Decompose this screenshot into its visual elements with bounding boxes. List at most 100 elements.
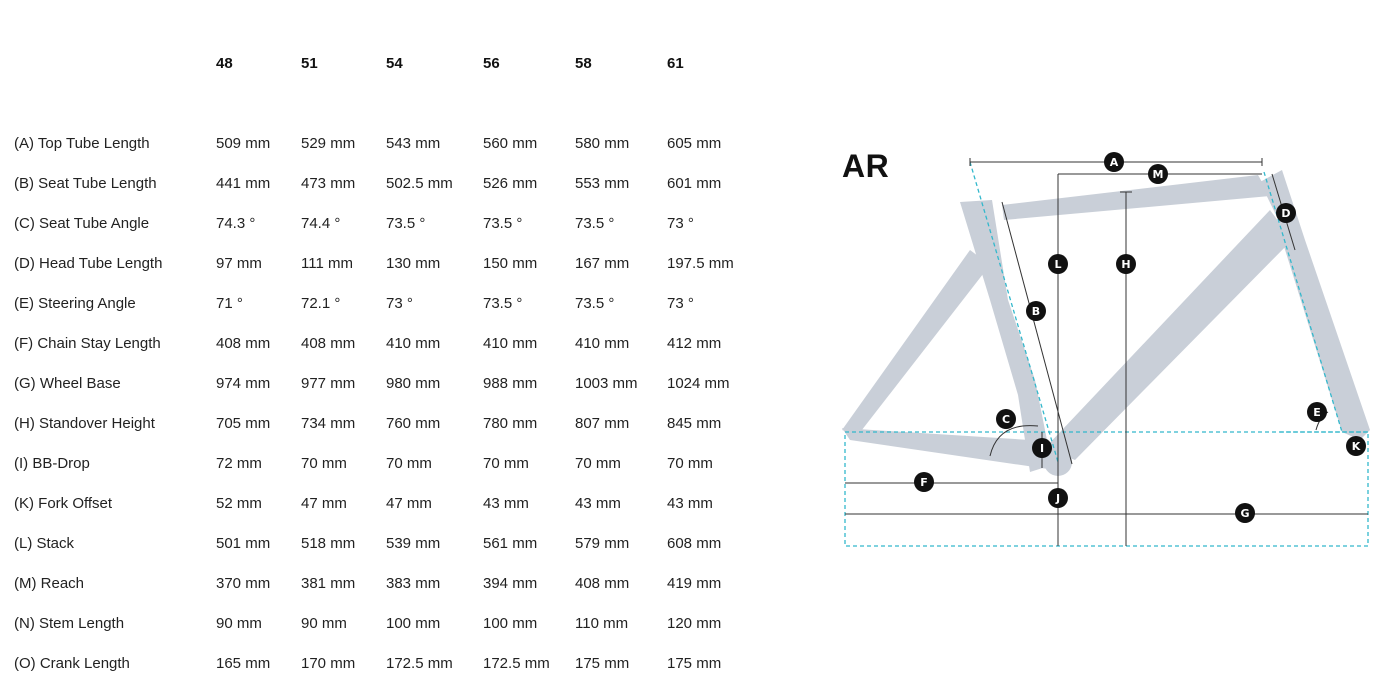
- marker-circle: [1048, 254, 1068, 274]
- marker-label: E: [1313, 406, 1321, 419]
- table-cell: 977 mm: [301, 374, 356, 392]
- marker-circle: [1032, 438, 1052, 458]
- table-cell: 172.5 mm: [386, 654, 453, 672]
- table-cell: 73 °: [667, 294, 694, 312]
- dim-line-b: [1001, 201, 1073, 465]
- table-cell: 90 mm: [216, 614, 262, 632]
- table-cell: 410 mm: [386, 334, 441, 352]
- marker-a: A: [1104, 152, 1124, 172]
- table-cell: 608 mm: [667, 534, 722, 552]
- table-cell: 543 mm: [386, 134, 441, 152]
- dimension-lines: [845, 158, 1368, 546]
- table-cell: 72 mm: [216, 454, 262, 472]
- marker-circle: [1307, 402, 1327, 422]
- row-label: (E) Steering Angle: [14, 294, 136, 312]
- row-label: (M) Reach: [14, 574, 85, 592]
- marker-circle: [1235, 503, 1255, 523]
- table-cell: 705 mm: [216, 414, 271, 432]
- row-label: (I) BB-Drop: [14, 454, 90, 472]
- table-cell: 410 mm: [575, 334, 630, 352]
- marker-circle: [996, 409, 1016, 429]
- table-cell: 74.4 °: [301, 214, 341, 232]
- table-cell: 71 °: [216, 294, 243, 312]
- row-label: (F) Chain Stay Length: [14, 334, 161, 352]
- table-cell: 170 mm: [301, 654, 356, 672]
- table-cell: 70 mm: [483, 454, 529, 472]
- top-tube-shape: [1002, 175, 1270, 220]
- table-cell: 526 mm: [483, 174, 538, 192]
- table-cell: 579 mm: [575, 534, 630, 552]
- size-header-51: 51: [301, 54, 318, 72]
- marker-b: B: [1026, 301, 1046, 321]
- table-cell: 580 mm: [575, 134, 630, 152]
- table-cell: 73.5 °: [483, 294, 523, 312]
- table-cell: 73.5 °: [575, 294, 615, 312]
- model-title: AR: [842, 148, 890, 184]
- table-cell: 130 mm: [386, 254, 441, 272]
- row-label: (G) Wheel Base: [14, 374, 121, 392]
- table-cell: 518 mm: [301, 534, 356, 552]
- marker-label: J: [1055, 492, 1060, 505]
- table-row: (F) Chain Stay Length 408 mm 408 mm 410 mm 4…: [14, 323, 757, 363]
- guide-box: [844, 431, 1369, 547]
- table-cell: 408 mm: [301, 334, 356, 352]
- size-header-61: 61: [667, 54, 684, 72]
- table-cell: 70 mm: [575, 454, 621, 472]
- table-cell: 412 mm: [667, 334, 722, 352]
- table-cell: 408 mm: [216, 334, 271, 352]
- marker-circle: [1148, 164, 1168, 184]
- table-cell: 988 mm: [483, 374, 538, 392]
- fork-shape: [1282, 240, 1370, 440]
- table-cell: 560 mm: [483, 134, 538, 152]
- marker-f: F: [914, 472, 934, 492]
- table-cell: 780 mm: [483, 414, 538, 432]
- table-cell: 410 mm: [483, 334, 538, 352]
- header-label-cell: [14, 43, 216, 83]
- size-header-row: 48 51 54 56 58 61: [14, 43, 757, 83]
- table-cell: 394 mm: [483, 574, 538, 592]
- marker-circle: [1026, 301, 1046, 321]
- marker-label: D: [1281, 207, 1290, 220]
- chain-stay-shape: [842, 428, 1055, 470]
- table-cell: 165 mm: [216, 654, 271, 672]
- table-cell: 70 mm: [386, 454, 432, 472]
- marker-e: E: [1307, 402, 1327, 422]
- marker-label: C: [1002, 413, 1010, 426]
- table-cell: 73.5 °: [386, 214, 426, 232]
- marker-circle: [1116, 254, 1136, 274]
- table-cell: 845 mm: [667, 414, 722, 432]
- table-cell: 381 mm: [301, 574, 356, 592]
- marker-m: M: [1148, 164, 1168, 184]
- size-header-54: 54: [386, 54, 403, 72]
- table-cell: 97 mm: [216, 254, 262, 272]
- marker-label: H: [1121, 258, 1130, 271]
- row-label: (B) Seat Tube Length: [14, 174, 157, 192]
- size-header-48: 48: [216, 54, 233, 72]
- marker-h: H: [1116, 254, 1136, 274]
- row-label: (H) Standover Height: [14, 414, 155, 432]
- marker-i: I: [1032, 438, 1052, 458]
- table-cell: 807 mm: [575, 414, 630, 432]
- table-cell: 70 mm: [667, 454, 713, 472]
- table-cell: 90 mm: [301, 614, 347, 632]
- down-tube-shape: [1045, 210, 1292, 460]
- marker-label: F: [920, 476, 928, 489]
- marker-label: I: [1040, 442, 1044, 455]
- table-cell: 605 mm: [667, 134, 722, 152]
- marker-label: A: [1110, 156, 1119, 169]
- table-cell: 70 mm: [301, 454, 347, 472]
- row-label: (K) Fork Offset: [14, 494, 113, 512]
- table-cell: 370 mm: [216, 574, 271, 592]
- guide-seat-axis: [969, 161, 1059, 463]
- table-cell: 734 mm: [301, 414, 356, 432]
